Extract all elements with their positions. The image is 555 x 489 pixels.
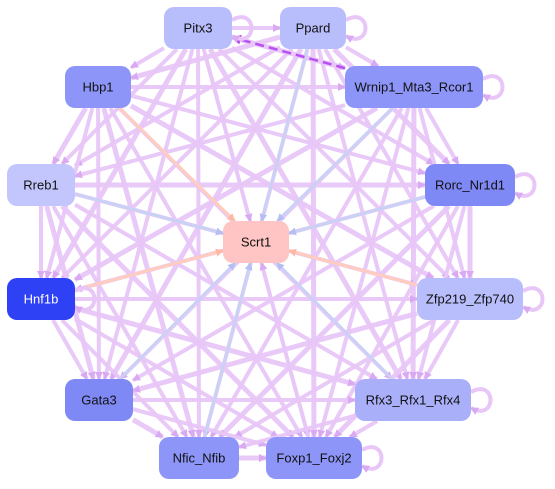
node-scrt1[interactable]: Scrt1 <box>223 221 289 263</box>
node-box-rfx3 <box>355 379 471 421</box>
edge-gata3-foxp1 <box>132 407 267 448</box>
node-zfp219[interactable]: Zfp219_Zfp740 <box>417 278 523 320</box>
edge-ppard-gata3 <box>108 47 304 381</box>
edge-hnf1b-scrt1 <box>74 248 224 292</box>
node-box-nfic <box>159 437 239 479</box>
edge-nfic-scrt1 <box>203 262 253 438</box>
edge-highlight-wrnip1-pitx3 <box>231 34 346 70</box>
edge-pitx3-hbp1 <box>129 46 166 70</box>
edge-rorc-scrt1 <box>288 195 426 236</box>
edge-rreb1-scrt1 <box>74 192 224 236</box>
node-pitx3[interactable]: Pitx3 <box>164 7 232 49</box>
node-box-hbp1 <box>65 66 131 108</box>
self-loop-zfp219 <box>522 286 545 314</box>
node-wrnip1[interactable]: Wrnip1_Mta3_Rcor1 <box>345 66 483 108</box>
edge-pitx3-scrt1 <box>202 48 253 222</box>
edge-ppard-wrnip1 <box>344 45 380 68</box>
edge-zfp219-scrt1 <box>288 248 418 287</box>
edge-hbp1-rreb1 <box>51 106 88 166</box>
self-loop-rfx3 <box>470 387 493 415</box>
node-label-rreb1: Rreb1 <box>23 178 58 193</box>
node-label-gata3: Gata3 <box>81 393 116 408</box>
node-label-zfp219: Zfp219_Zfp740 <box>426 292 514 307</box>
node-box-rreb1 <box>7 164 75 206</box>
edge-hnf1b-gata3 <box>51 319 89 380</box>
node-label-ppard: Ppard <box>296 21 331 36</box>
node-box-gata3 <box>65 379 133 421</box>
node-gata3[interactable]: Gata3 <box>65 379 133 421</box>
self-loops-layer <box>74 15 545 473</box>
edge-rfx3-scrt1 <box>275 261 394 381</box>
node-hbp1[interactable]: Hbp1 <box>65 66 131 108</box>
node-box-ppard <box>280 7 346 49</box>
edges-layer <box>37 24 474 462</box>
node-label-wrnip1: Wrnip1_Mta3_Rcor1 <box>355 80 474 95</box>
edge-foxp1-scrt1 <box>259 262 310 438</box>
edge-zfp219-nfic <box>233 318 436 439</box>
node-label-hbp1: Hbp1 <box>82 80 113 95</box>
node-box-zfp219 <box>417 278 523 320</box>
node-rorc[interactable]: Rorc_Nr1d1 <box>425 164 515 206</box>
node-box-foxp1 <box>266 437 362 479</box>
node-rreb1[interactable]: Rreb1 <box>7 164 75 206</box>
edge-zfp219-gata3 <box>132 311 418 394</box>
self-loop-hnf1b <box>74 286 97 314</box>
self-loop-rorc <box>514 172 537 200</box>
node-box-wrnip1 <box>345 66 483 108</box>
edge-ppard-foxp1 <box>309 48 318 438</box>
edge-wrnip1-rreb1 <box>74 103 346 179</box>
edge-hbp1-scrt1 <box>118 106 236 223</box>
node-box-scrt1 <box>223 221 289 263</box>
edge-wrnip1-scrt1 <box>276 106 394 223</box>
node-box-pitx3 <box>164 7 232 49</box>
node-label-hnf1b: Hnf1b <box>24 292 59 307</box>
edge-rreb1-rfx3 <box>73 202 378 381</box>
node-label-foxp1: Foxp1_Foxj2 <box>276 451 351 466</box>
self-loop-foxp1 <box>361 445 384 473</box>
node-label-nfic: Nfic_Nfib <box>173 451 226 466</box>
edge-rfx3-nfic <box>238 413 356 450</box>
edge-hbp1-zfp219 <box>129 103 435 281</box>
edge-ppard-scrt1 <box>259 48 309 222</box>
node-label-pitx3: Pitx3 <box>184 21 213 36</box>
node-label-scrt1: Scrt1 <box>241 235 271 250</box>
node-ppard[interactable]: Ppard <box>280 7 346 49</box>
edge-wrnip1-hnf1b <box>73 105 379 282</box>
self-loop-wrnip1 <box>482 74 505 102</box>
edge-wrnip1-nfic <box>209 106 404 439</box>
node-box-hnf1b <box>7 278 75 320</box>
self-loop-ppard <box>345 15 368 43</box>
node-label-rorc: Rorc_Nr1d1 <box>435 178 505 193</box>
edge-zfp219-rfx3 <box>423 319 460 380</box>
edge-hbp1-rorc <box>130 93 426 176</box>
edge-rfx3-foxp1 <box>348 419 379 439</box>
edge-pitx3-nfic <box>194 48 203 438</box>
edge-hbp1-foxp1 <box>108 106 304 439</box>
node-label-rfx3: Rfx3_Rfx1_Rfx4 <box>366 393 461 408</box>
node-foxp1[interactable]: Foxp1_Foxj2 <box>266 437 362 479</box>
edge-gata3-nfic <box>131 417 165 440</box>
node-box-rorc <box>425 164 515 206</box>
edge-hnf1b-rfx3 <box>74 305 356 387</box>
node-hnf1b[interactable]: Hnf1b <box>7 278 75 320</box>
edge-rorc-gata3 <box>131 204 435 383</box>
self-loop-pitx3 <box>231 15 254 43</box>
edge-gata3-scrt1 <box>118 261 237 381</box>
node-nfic[interactable]: Nfic_Nfib <box>159 437 239 479</box>
node-rfx3[interactable]: Rfx3_Rfx1_Rfx4 <box>355 379 471 421</box>
edge-wrnip1-rorc <box>424 107 460 165</box>
